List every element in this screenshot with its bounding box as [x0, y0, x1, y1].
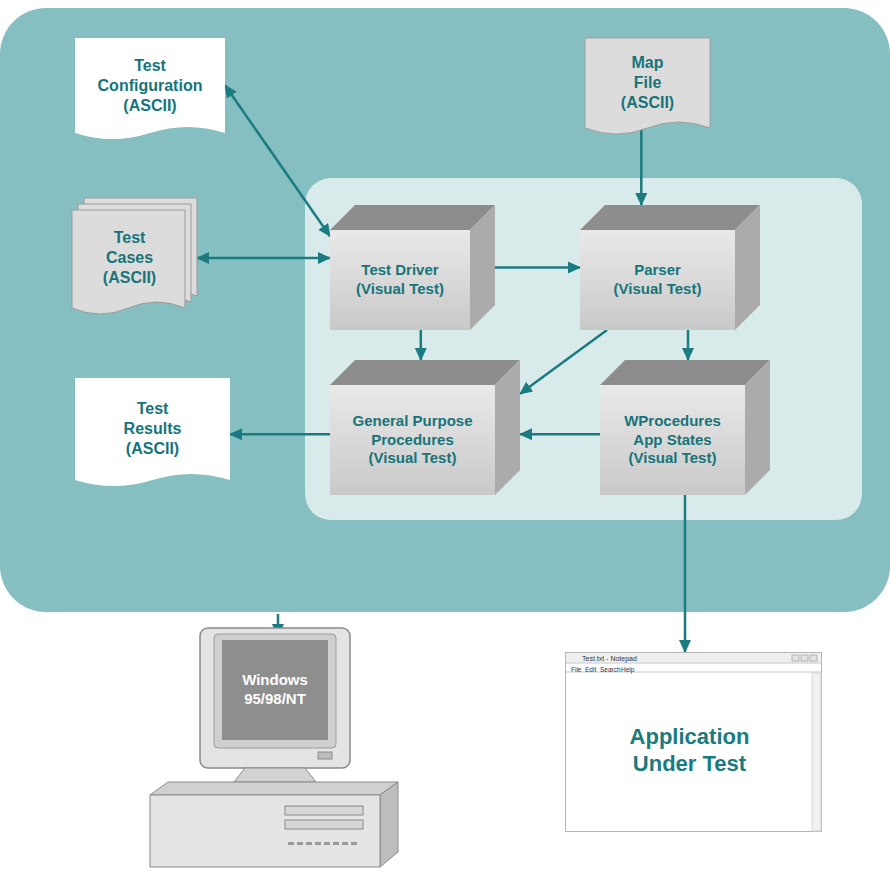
node-text: (Visual Test) — [340, 280, 460, 299]
config-file: Test Configuration(ASCII) — [75, 38, 225, 143]
node-text: Test Driver — [340, 261, 460, 280]
connector-arrow — [520, 433, 600, 436]
text-group: Windows 95/98/NT — [234, 671, 316, 709]
node-text: (Visual Test) — [598, 280, 718, 299]
menu-item: File — [571, 667, 581, 674]
computer-illustration — [150, 628, 398, 867]
node-text: WProcedures App States — [614, 412, 732, 450]
text-group: Map File(ASCII) — [618, 53, 678, 113]
system-region — [0, 8, 890, 612]
module-box: General Purpose Procedures(Visual Test) — [330, 360, 520, 495]
node-text: Test Cases — [99, 228, 161, 268]
text-group: WProcedures App States(Visual Test) — [614, 412, 732, 468]
module-box: Test Driver(Visual Test) — [330, 205, 495, 330]
text-group: General Purpose Procedures(Visual Test) — [345, 412, 480, 468]
text-group: Test Results(ASCII) — [121, 399, 185, 459]
connector-arrow — [520, 330, 607, 394]
node-text: (ASCII) — [85, 96, 215, 116]
app-window: Application Under Test — [565, 652, 822, 832]
node-text: (ASCII) — [618, 93, 678, 113]
module-box: Parser(Visual Test) — [580, 205, 760, 330]
text-group: Test Cases(ASCII) — [99, 228, 161, 288]
monitor-screen: Windows 95/98/NT — [222, 640, 328, 740]
node-text: Test Results — [121, 399, 185, 439]
menu-item: Search — [600, 667, 621, 674]
connector-arrow — [197, 257, 330, 260]
node-text: Test Configuration — [85, 56, 215, 96]
test-cases-file: Test Cases(ASCII) — [72, 198, 197, 318]
node-text: (ASCII) — [99, 268, 161, 288]
text-group: Test Configuration(ASCII) — [85, 56, 215, 116]
node-text: Windows 95/98/NT — [234, 671, 316, 709]
connector-arrow — [420, 330, 423, 360]
module-box: WProcedures App States(Visual Test) — [600, 360, 770, 495]
connector-arrow — [225, 85, 330, 236]
text-group: Application Under Test — [615, 723, 765, 778]
node-text: Application Under Test — [615, 723, 765, 778]
text-group: Parser(Visual Test) — [598, 261, 718, 299]
window-title: Test.txt - Notepad — [582, 655, 637, 662]
connector-arrow — [495, 266, 580, 269]
node-text: Map File — [618, 53, 678, 93]
connector-arrow — [640, 128, 643, 205]
node-text: (ASCII) — [121, 439, 185, 459]
menu-item: Edit — [585, 667, 596, 674]
node-text: (Visual Test) — [614, 449, 732, 468]
node-text: General Purpose Procedures — [345, 412, 480, 450]
menu-item: Help — [621, 667, 634, 674]
node-text: (Visual Test) — [345, 449, 480, 468]
results-file: Test Results(ASCII) — [75, 378, 230, 490]
map-file: Map File(ASCII) — [585, 38, 710, 138]
connector-arrow — [684, 495, 687, 652]
text-group: Test Driver(Visual Test) — [340, 261, 460, 299]
visual-test-panel — [305, 178, 862, 520]
node-text: Parser — [598, 261, 718, 280]
connector-arrow — [687, 330, 690, 360]
connector-arrow — [230, 433, 330, 436]
